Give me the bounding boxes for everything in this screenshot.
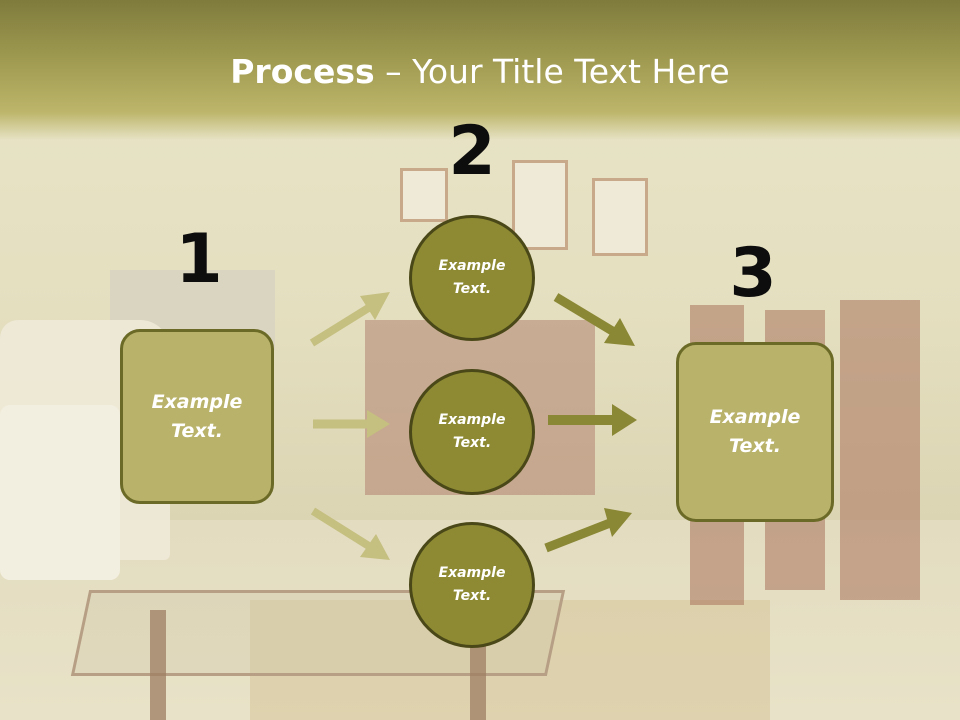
picture-frame bbox=[512, 160, 568, 250]
arrow-left-upper bbox=[309, 292, 390, 347]
chair bbox=[840, 300, 920, 600]
step-number-2: 2 bbox=[448, 112, 496, 191]
title-bar bbox=[0, 0, 960, 140]
circle-middle-text: Example Text. bbox=[438, 412, 506, 451]
arrow-right-upper bbox=[553, 293, 635, 346]
step-1-box: Example Text. bbox=[120, 329, 274, 504]
circle-bottom-text: Example Text. bbox=[438, 565, 506, 604]
table-leg bbox=[150, 610, 166, 720]
circle-top-text: Example Text. bbox=[438, 258, 506, 297]
picture-frame bbox=[592, 178, 648, 256]
picture-frame bbox=[400, 168, 448, 222]
title-rest: – Your Title Text Here bbox=[374, 52, 730, 91]
arrow-left-middle bbox=[313, 410, 390, 438]
circle-bottom: Example Text. bbox=[409, 522, 535, 648]
step-number-3: 3 bbox=[729, 234, 777, 313]
step-3-text: Example Text. bbox=[709, 406, 801, 457]
title-bold: Process bbox=[230, 52, 375, 91]
circle-top: Example Text. bbox=[409, 215, 535, 341]
slide-title: Process – Your Title Text Here bbox=[0, 52, 960, 91]
step-number-1: 1 bbox=[175, 220, 223, 299]
circle-middle: Example Text. bbox=[409, 369, 535, 495]
step-1-text: Example Text. bbox=[151, 390, 243, 442]
sofa-arm bbox=[0, 405, 120, 580]
arrow-right-lower bbox=[544, 508, 632, 553]
arrow-left-lower bbox=[310, 507, 390, 560]
step-3-box: Example Text. bbox=[676, 342, 834, 522]
arrow-right-middle bbox=[548, 404, 637, 436]
